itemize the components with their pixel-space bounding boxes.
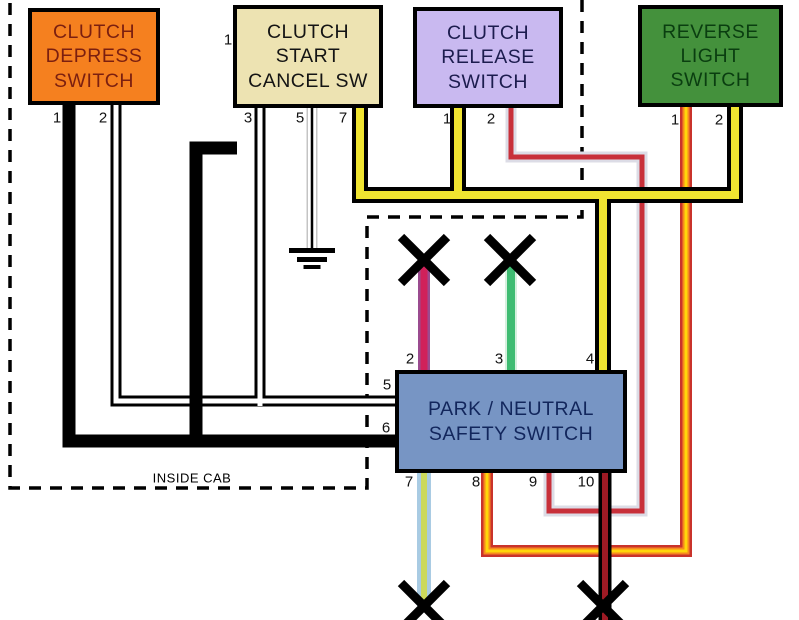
yellow-wire-cancel7-release1-reverse2-to-pns4: [356, 103, 739, 199]
box-label-line: SWITCH: [54, 69, 134, 92]
termination-x-mark: [397, 233, 451, 287]
pin-label: 4: [585, 350, 595, 368]
black-wire-depress1-cancel1-to-pns6: [62, 103, 399, 448]
pin-label: 7: [338, 109, 348, 127]
red-white-wire-release2-to-pns9: [508, 104, 645, 514]
box-label-line: START: [275, 45, 341, 68]
pin-label: 8: [471, 473, 481, 491]
black-wire-depress1-cancel1-to-pns6: [189, 141, 237, 447]
pin-label: 7: [404, 473, 414, 491]
box-label-line: CLUTCH: [266, 21, 350, 44]
pin-label: 2: [405, 350, 415, 368]
ground-symbol: [303, 265, 321, 269]
inside-cab-label: INSIDE CAB: [152, 470, 232, 486]
termination-x-mark: [582, 579, 630, 620]
pin-label: 1: [670, 111, 680, 129]
box-label-line: SWITCH: [448, 70, 528, 93]
pin-label: 5: [295, 109, 305, 127]
pin-label: 6: [381, 419, 391, 437]
pin-label: 10: [577, 473, 595, 491]
box-label-line: DEPRESS: [45, 45, 143, 68]
pin-label: 2: [714, 111, 724, 129]
box-label-line: CANCEL SW: [248, 69, 368, 92]
box-label-line: REVERSE: [662, 20, 759, 43]
inside-cab-boundary: [8, 0, 584, 490]
box-label-line: SWITCH: [670, 69, 751, 92]
box-label-line: PARK / NEUTRAL: [428, 398, 594, 421]
box-label-line: CLUTCH: [446, 22, 530, 45]
ground-symbol: [289, 248, 335, 253]
pin-label: 1: [442, 110, 452, 128]
pin-label: 9: [528, 473, 538, 491]
red-orange-wire-reverse1-to-pns8: [485, 103, 688, 553]
ground-symbol: [297, 257, 327, 262]
pin-label: 1: [223, 31, 233, 49]
box-label-line: RELEASE: [441, 46, 535, 69]
box-label-line: CLUTCH: [52, 21, 136, 44]
pin-label: 1: [52, 109, 62, 127]
box-label-line: SAFETY SWITCH: [428, 422, 594, 445]
pin-label: 3: [494, 350, 504, 368]
box-label-line: LIGHT: [680, 44, 741, 67]
pin-label: 3: [243, 109, 253, 127]
white-wire-depress2-cancel3-to-pns5: [113, 103, 399, 404]
termination-x-mark: [403, 579, 451, 620]
pin-label: 5: [382, 376, 392, 394]
termination-x-mark: [483, 233, 537, 287]
pin-label: 2: [98, 109, 108, 127]
pin-label: 2: [486, 110, 496, 128]
